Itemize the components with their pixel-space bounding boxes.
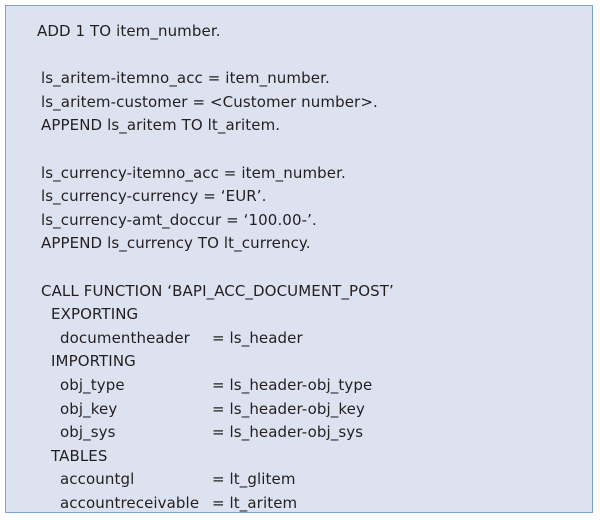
parameter-name: documentheader	[60, 328, 190, 347]
code-line-blank	[6, 256, 592, 280]
parameter-value: = lt_aritem	[212, 493, 298, 512]
parameter-name: accountreceivable	[60, 493, 200, 512]
code-listing: ADD 1 TO item_number. ls_aritem-itemno_a…	[6, 6, 592, 512]
code-line: CALL FUNCTION ‘BAPI_ACC_DOCUMENT_POST’	[41, 281, 394, 300]
code-line: ls_currency-currency = ‘EUR’.	[41, 187, 267, 206]
code-line: IMPORTING	[51, 352, 136, 371]
code-parameter-row: accountreceivable = lt_aritem	[6, 492, 592, 512]
parameter-value: = ls_header	[212, 328, 303, 347]
code-line: ls_aritem-itemno_acc = item_number.	[41, 69, 330, 88]
parameter-name: obj_key	[60, 399, 118, 418]
parameter-value: = ls_header-obj_key	[212, 399, 365, 418]
code-line: APPEND ls_aritem TO lt_aritem.	[41, 116, 281, 135]
parameter-name: obj_sys	[60, 423, 116, 442]
code-parameter-row: obj_key = ls_header-obj_key	[6, 398, 592, 422]
code-parameter-row: obj_sys = ls_header-obj_sys	[6, 421, 592, 445]
code-line: ADD 1 TO item_number.	[37, 22, 221, 40]
code-snippet-panel: ADD 1 TO item_number. ls_aritem-itemno_a…	[5, 5, 593, 513]
code-line: TABLES	[51, 446, 108, 465]
code-parameter-row: accountgl = lt_glitem	[6, 468, 592, 492]
code-line: ls_currency-amt_doccur = ‘100.00-’.	[41, 210, 317, 229]
code-parameter-row: documentheader = ls_header	[6, 327, 592, 351]
code-line-blank	[6, 138, 592, 162]
code-line-blank	[6, 44, 592, 68]
code-line: ls_currency-itemno_acc = item_number.	[41, 163, 346, 182]
parameter-name: accountgl	[60, 470, 135, 489]
parameter-value: = ls_header-obj_type	[212, 375, 373, 394]
code-line: APPEND ls_currency TO lt_currency.	[41, 234, 311, 253]
code-parameter-row: obj_type = ls_header-obj_type	[6, 374, 592, 398]
parameter-value: = lt_glitem	[212, 470, 296, 489]
parameter-value: = ls_header-obj_sys	[212, 423, 364, 442]
parameter-name: obj_type	[60, 375, 125, 394]
code-line: EXPORTING	[51, 305, 139, 324]
code-line: ls_aritem-customer = <Customer number>.	[41, 92, 378, 111]
